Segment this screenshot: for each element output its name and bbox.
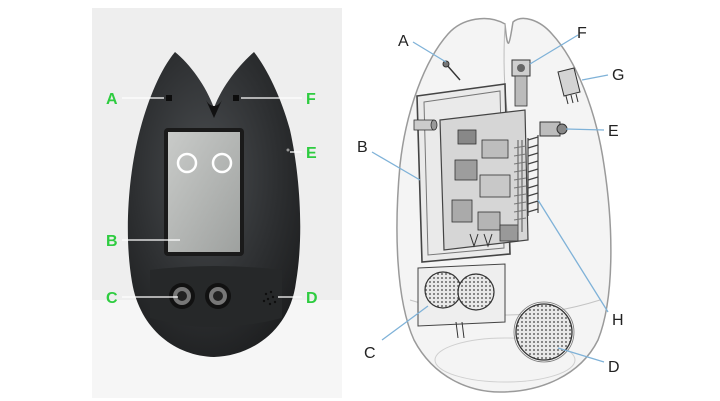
photo-label-d: D xyxy=(306,290,318,307)
schematic-label-a: A xyxy=(398,33,409,50)
photo-panel: A F E B C D xyxy=(92,8,342,398)
schematic-ultrasonic xyxy=(417,263,506,339)
ultrasonic-sensor-left xyxy=(169,283,195,309)
top-sensor-module xyxy=(511,59,531,107)
schematic-label-b: B xyxy=(357,139,368,156)
photo-label-a: A xyxy=(106,91,118,108)
schematic-label-h: H xyxy=(612,312,624,329)
photo-callout-lines xyxy=(122,97,302,298)
ultrasonic-sensor-right xyxy=(205,283,231,309)
photo-label-b: B xyxy=(106,233,118,250)
header-pins xyxy=(513,140,527,232)
ear-notch xyxy=(206,100,222,118)
left-sensor-probe xyxy=(442,60,461,81)
speaker-grille-dots xyxy=(262,290,277,306)
schematic-leader-lines xyxy=(371,34,609,363)
photo-label-e: E xyxy=(306,145,317,162)
sensor-hole-left xyxy=(166,95,172,101)
display-screen xyxy=(168,132,240,252)
sensor-hole-right xyxy=(233,95,239,101)
schematic-label-f: F xyxy=(577,25,587,42)
circuit-board xyxy=(439,109,529,251)
photo-label-f: F xyxy=(306,91,316,108)
photo-label-c: C xyxy=(106,290,118,307)
schematic-label-g: G xyxy=(612,67,624,84)
standoff xyxy=(413,119,438,131)
schematic-label-e: E xyxy=(608,123,619,140)
schematic-speaker xyxy=(513,301,575,363)
screen-eye-right xyxy=(211,152,233,174)
side-connector xyxy=(539,121,568,137)
schematic-panel: A F G B E H C D xyxy=(357,17,624,393)
external-module xyxy=(557,67,581,105)
shell-base-ring xyxy=(434,337,576,383)
shell-ear-seam xyxy=(503,23,509,119)
screen-eye-left xyxy=(176,152,198,174)
schematic-label-d: D xyxy=(608,359,620,376)
schematic-label-c: C xyxy=(364,345,376,362)
side-port xyxy=(286,148,290,152)
